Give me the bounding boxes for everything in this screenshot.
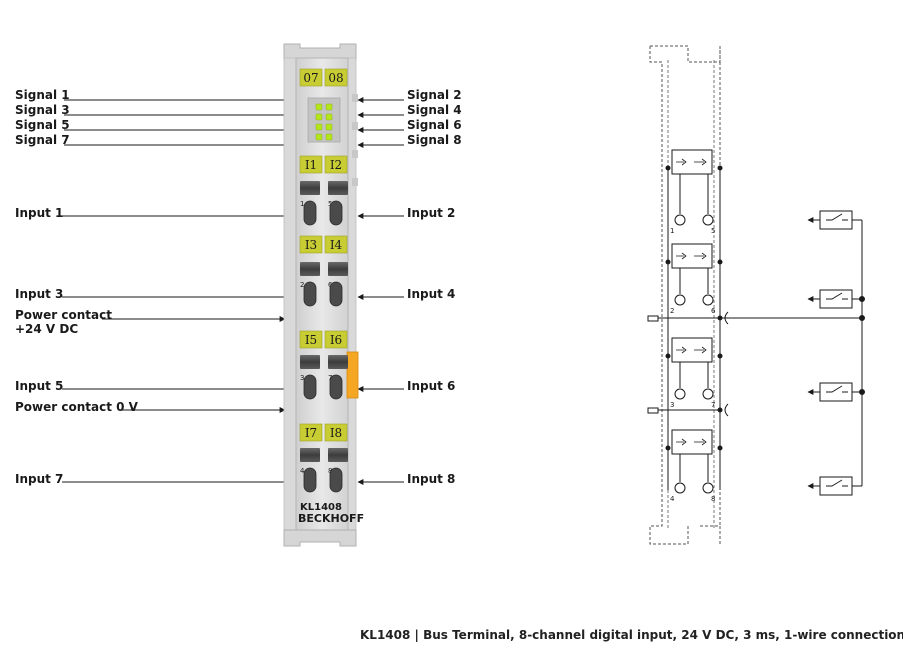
tag-i5: I5 — [305, 333, 317, 347]
schematic-module-1 — [665, 149, 723, 226]
leader-lines-left — [62, 97, 297, 485]
label-signal-1: Signal 1 — [15, 88, 70, 102]
led-signal-3 — [315, 113, 323, 121]
schematic-pin-1: 1 — [670, 227, 674, 235]
label-signal-8: Signal 8 — [407, 133, 462, 147]
tag-07: 07 — [303, 71, 318, 85]
schematic-module-3 — [665, 337, 723, 400]
brand-logo: BECKHOFF — [298, 512, 364, 525]
schematic-pin-4: 4 — [670, 495, 675, 503]
tag-i2: I2 — [330, 158, 342, 172]
tag-i3: I3 — [305, 238, 317, 252]
signal-tags-top: 07 08 — [299, 68, 348, 87]
led-signal-6 — [325, 123, 333, 131]
label-input-8: Input 8 — [407, 472, 456, 486]
label-power-contact-24-voltage: +24 V DC — [15, 322, 79, 336]
pin-label-4: 4 — [300, 467, 305, 475]
spring-clamp-input-4[interactable] — [329, 281, 343, 307]
leader-lines-right — [357, 97, 404, 485]
bus-terminal-device: 07 08 I1 I2 1 5 — [283, 43, 364, 547]
spring-clamp-input-7[interactable] — [303, 467, 317, 493]
led-signal-8 — [325, 133, 333, 141]
tag-08: 08 — [328, 71, 343, 85]
pin-label-5: 5 — [328, 200, 332, 208]
label-signal-5: Signal 5 — [15, 118, 70, 132]
figure-caption: KL1408 | Bus Terminal, 8-channel digital… — [360, 628, 903, 642]
label-power-contact-0: Power contact 0 V — [15, 400, 138, 414]
pin-label-1: 1 — [300, 200, 304, 208]
label-input-4: Input 4 — [407, 287, 456, 301]
schematic-pin-3: 3 — [670, 401, 674, 409]
pin-label-8: 8 — [328, 467, 332, 475]
label-signal-2: Signal 2 — [407, 88, 462, 102]
tag-i8: I8 — [330, 426, 342, 440]
tag-i1: I1 — [305, 158, 317, 172]
tag-i4: I4 — [330, 238, 343, 252]
tag-i7: I7 — [305, 426, 317, 440]
schematic-pin-numbers: 1 5 2 6 3 7 4 8 — [670, 227, 716, 503]
led-window — [307, 97, 341, 143]
spring-clamp-input-1[interactable] — [303, 200, 317, 226]
pin-label-3: 3 — [300, 374, 304, 382]
label-input-6: Input 6 — [407, 379, 456, 393]
schematic-pin-6: 6 — [711, 307, 716, 315]
schematic-pin-8: 8 — [711, 495, 715, 503]
schematic-module-2 — [665, 243, 723, 306]
external-switches — [807, 210, 865, 496]
label-input-2: Input 2 — [407, 206, 456, 220]
model-label: KL1408 — [300, 502, 342, 513]
schematic-module-4 — [665, 429, 723, 494]
schematic-pin-5: 5 — [711, 227, 715, 235]
spring-clamp-input-2[interactable] — [329, 200, 343, 226]
label-signal-4: Signal 4 — [407, 103, 462, 117]
spring-clamp-input-8[interactable] — [329, 467, 343, 493]
power-contact-tab — [346, 351, 359, 399]
led-signal-5 — [315, 123, 323, 131]
tag-i6: I6 — [330, 333, 342, 347]
led-signal-2 — [325, 103, 333, 111]
spring-clamp-input-6[interactable] — [329, 374, 343, 400]
led-signal-7 — [315, 133, 323, 141]
label-input-3: Input 3 — [15, 287, 64, 301]
label-signal-6: Signal 6 — [407, 118, 462, 132]
wiring-schematic — [647, 45, 865, 545]
label-input-5: Input 5 — [15, 379, 64, 393]
led-signal-4 — [325, 113, 333, 121]
pin-label-7: 7 — [328, 374, 332, 382]
spring-clamp-input-3[interactable] — [303, 281, 317, 307]
label-input-7: Input 7 — [15, 472, 64, 486]
pin-label-2: 2 — [300, 281, 304, 289]
label-power-contact-24: Power contact — [15, 308, 112, 322]
spring-clamp-input-5[interactable] — [303, 374, 317, 400]
schematic-pin-2: 2 — [670, 307, 674, 315]
label-signal-7: Signal 7 — [15, 133, 70, 147]
label-signal-3: Signal 3 — [15, 103, 70, 117]
led-signal-1 — [315, 103, 323, 111]
schematic-pin-7: 7 — [711, 401, 715, 409]
label-input-1: Input 1 — [15, 206, 64, 220]
